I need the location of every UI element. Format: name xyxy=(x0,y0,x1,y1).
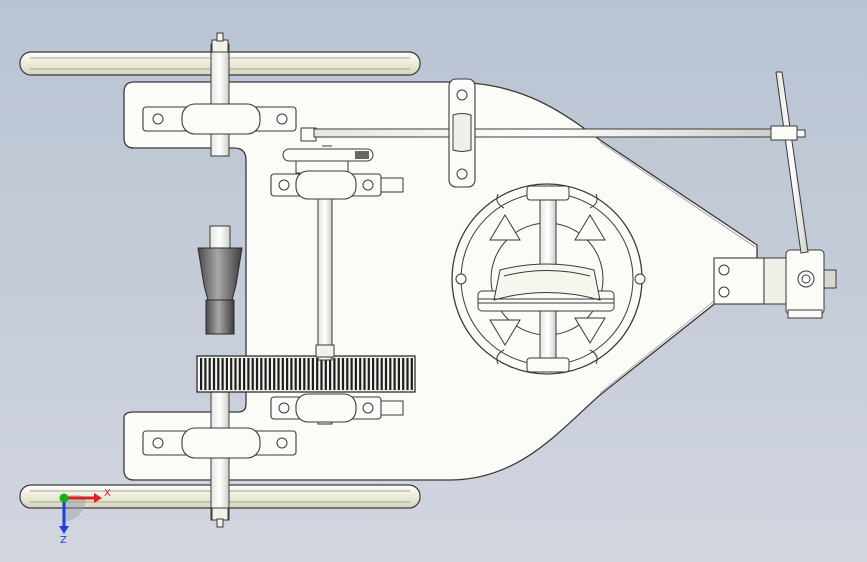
lever-arm[interactable] xyxy=(770,71,809,254)
gear-tooth xyxy=(389,358,392,390)
gear-tooth xyxy=(268,358,271,390)
gear-tooth xyxy=(260,358,263,390)
gear-tooth xyxy=(329,358,332,390)
gear-tooth xyxy=(255,358,259,390)
gear-tooth xyxy=(247,358,250,390)
bottom-axle-nut xyxy=(211,507,229,528)
gear-tooth xyxy=(341,358,345,390)
gear-tooth xyxy=(376,358,379,390)
gear-tooth xyxy=(221,358,224,390)
gear-tooth xyxy=(324,358,327,390)
z-axis-label: Z xyxy=(60,535,67,546)
gear-teeth xyxy=(200,358,413,390)
gear-tooth xyxy=(277,358,280,390)
tapered-bushing[interactable] xyxy=(197,225,243,335)
gear-tooth xyxy=(234,358,237,390)
gear-tooth xyxy=(354,358,357,390)
gear-tooth xyxy=(307,358,310,390)
gear-tooth xyxy=(238,358,241,390)
gear-tooth xyxy=(264,358,267,390)
gear-tooth xyxy=(406,358,409,390)
rod-clamp[interactable] xyxy=(448,78,476,188)
gear-tooth xyxy=(359,358,362,390)
middle-bottom-bearing[interactable] xyxy=(270,393,404,423)
gear-tooth xyxy=(311,358,314,390)
gear-tooth xyxy=(384,358,388,390)
gear-tooth xyxy=(281,358,284,390)
pulley-sheave[interactable] xyxy=(477,263,615,312)
gear-tooth xyxy=(320,358,323,390)
coordinate-triad: X Z xyxy=(59,488,111,546)
spur-gear[interactable] xyxy=(196,355,416,393)
gear-tooth xyxy=(380,358,383,390)
bottom-left-bearing[interactable] xyxy=(142,427,297,459)
top-axle-nut xyxy=(211,32,229,53)
gear-tooth xyxy=(333,358,336,390)
z-axis-head xyxy=(59,526,69,534)
gear-tooth xyxy=(363,358,366,390)
gear-tooth xyxy=(346,358,349,390)
gear-tooth xyxy=(286,358,289,390)
gear-tooth xyxy=(230,358,233,390)
gear-tooth xyxy=(294,358,297,390)
gear-tooth xyxy=(303,358,306,390)
gear-tooth xyxy=(200,358,203,390)
gear-tooth xyxy=(337,358,340,390)
top-left-bearing[interactable] xyxy=(142,103,297,135)
gear-tooth xyxy=(225,358,228,390)
gear-tooth xyxy=(243,358,246,390)
gear-tooth xyxy=(367,358,370,390)
gear-tooth xyxy=(273,358,276,390)
gear-tooth xyxy=(204,358,207,390)
gear-tooth xyxy=(208,358,211,390)
gear-tooth xyxy=(298,358,302,390)
gear-tooth xyxy=(251,358,254,390)
x-axis-label: X xyxy=(104,488,111,499)
end-bracket[interactable] xyxy=(713,249,837,319)
gear-tooth xyxy=(372,358,375,390)
gear-tooth xyxy=(212,358,216,390)
gear-tooth xyxy=(393,358,396,390)
x-axis-head xyxy=(94,493,102,503)
middle-top-bearing[interactable] xyxy=(270,170,404,200)
gear-tooth xyxy=(397,358,400,390)
gear-tooth xyxy=(290,358,293,390)
gear-tooth xyxy=(410,358,413,390)
gear-tooth xyxy=(350,358,353,390)
gear-tooth xyxy=(402,358,405,390)
gear-tooth xyxy=(217,358,220,390)
cam-plate[interactable] xyxy=(282,127,374,174)
link-rod[interactable] xyxy=(313,128,777,138)
gear-tooth xyxy=(316,358,319,390)
y-axis-dot xyxy=(59,493,69,503)
